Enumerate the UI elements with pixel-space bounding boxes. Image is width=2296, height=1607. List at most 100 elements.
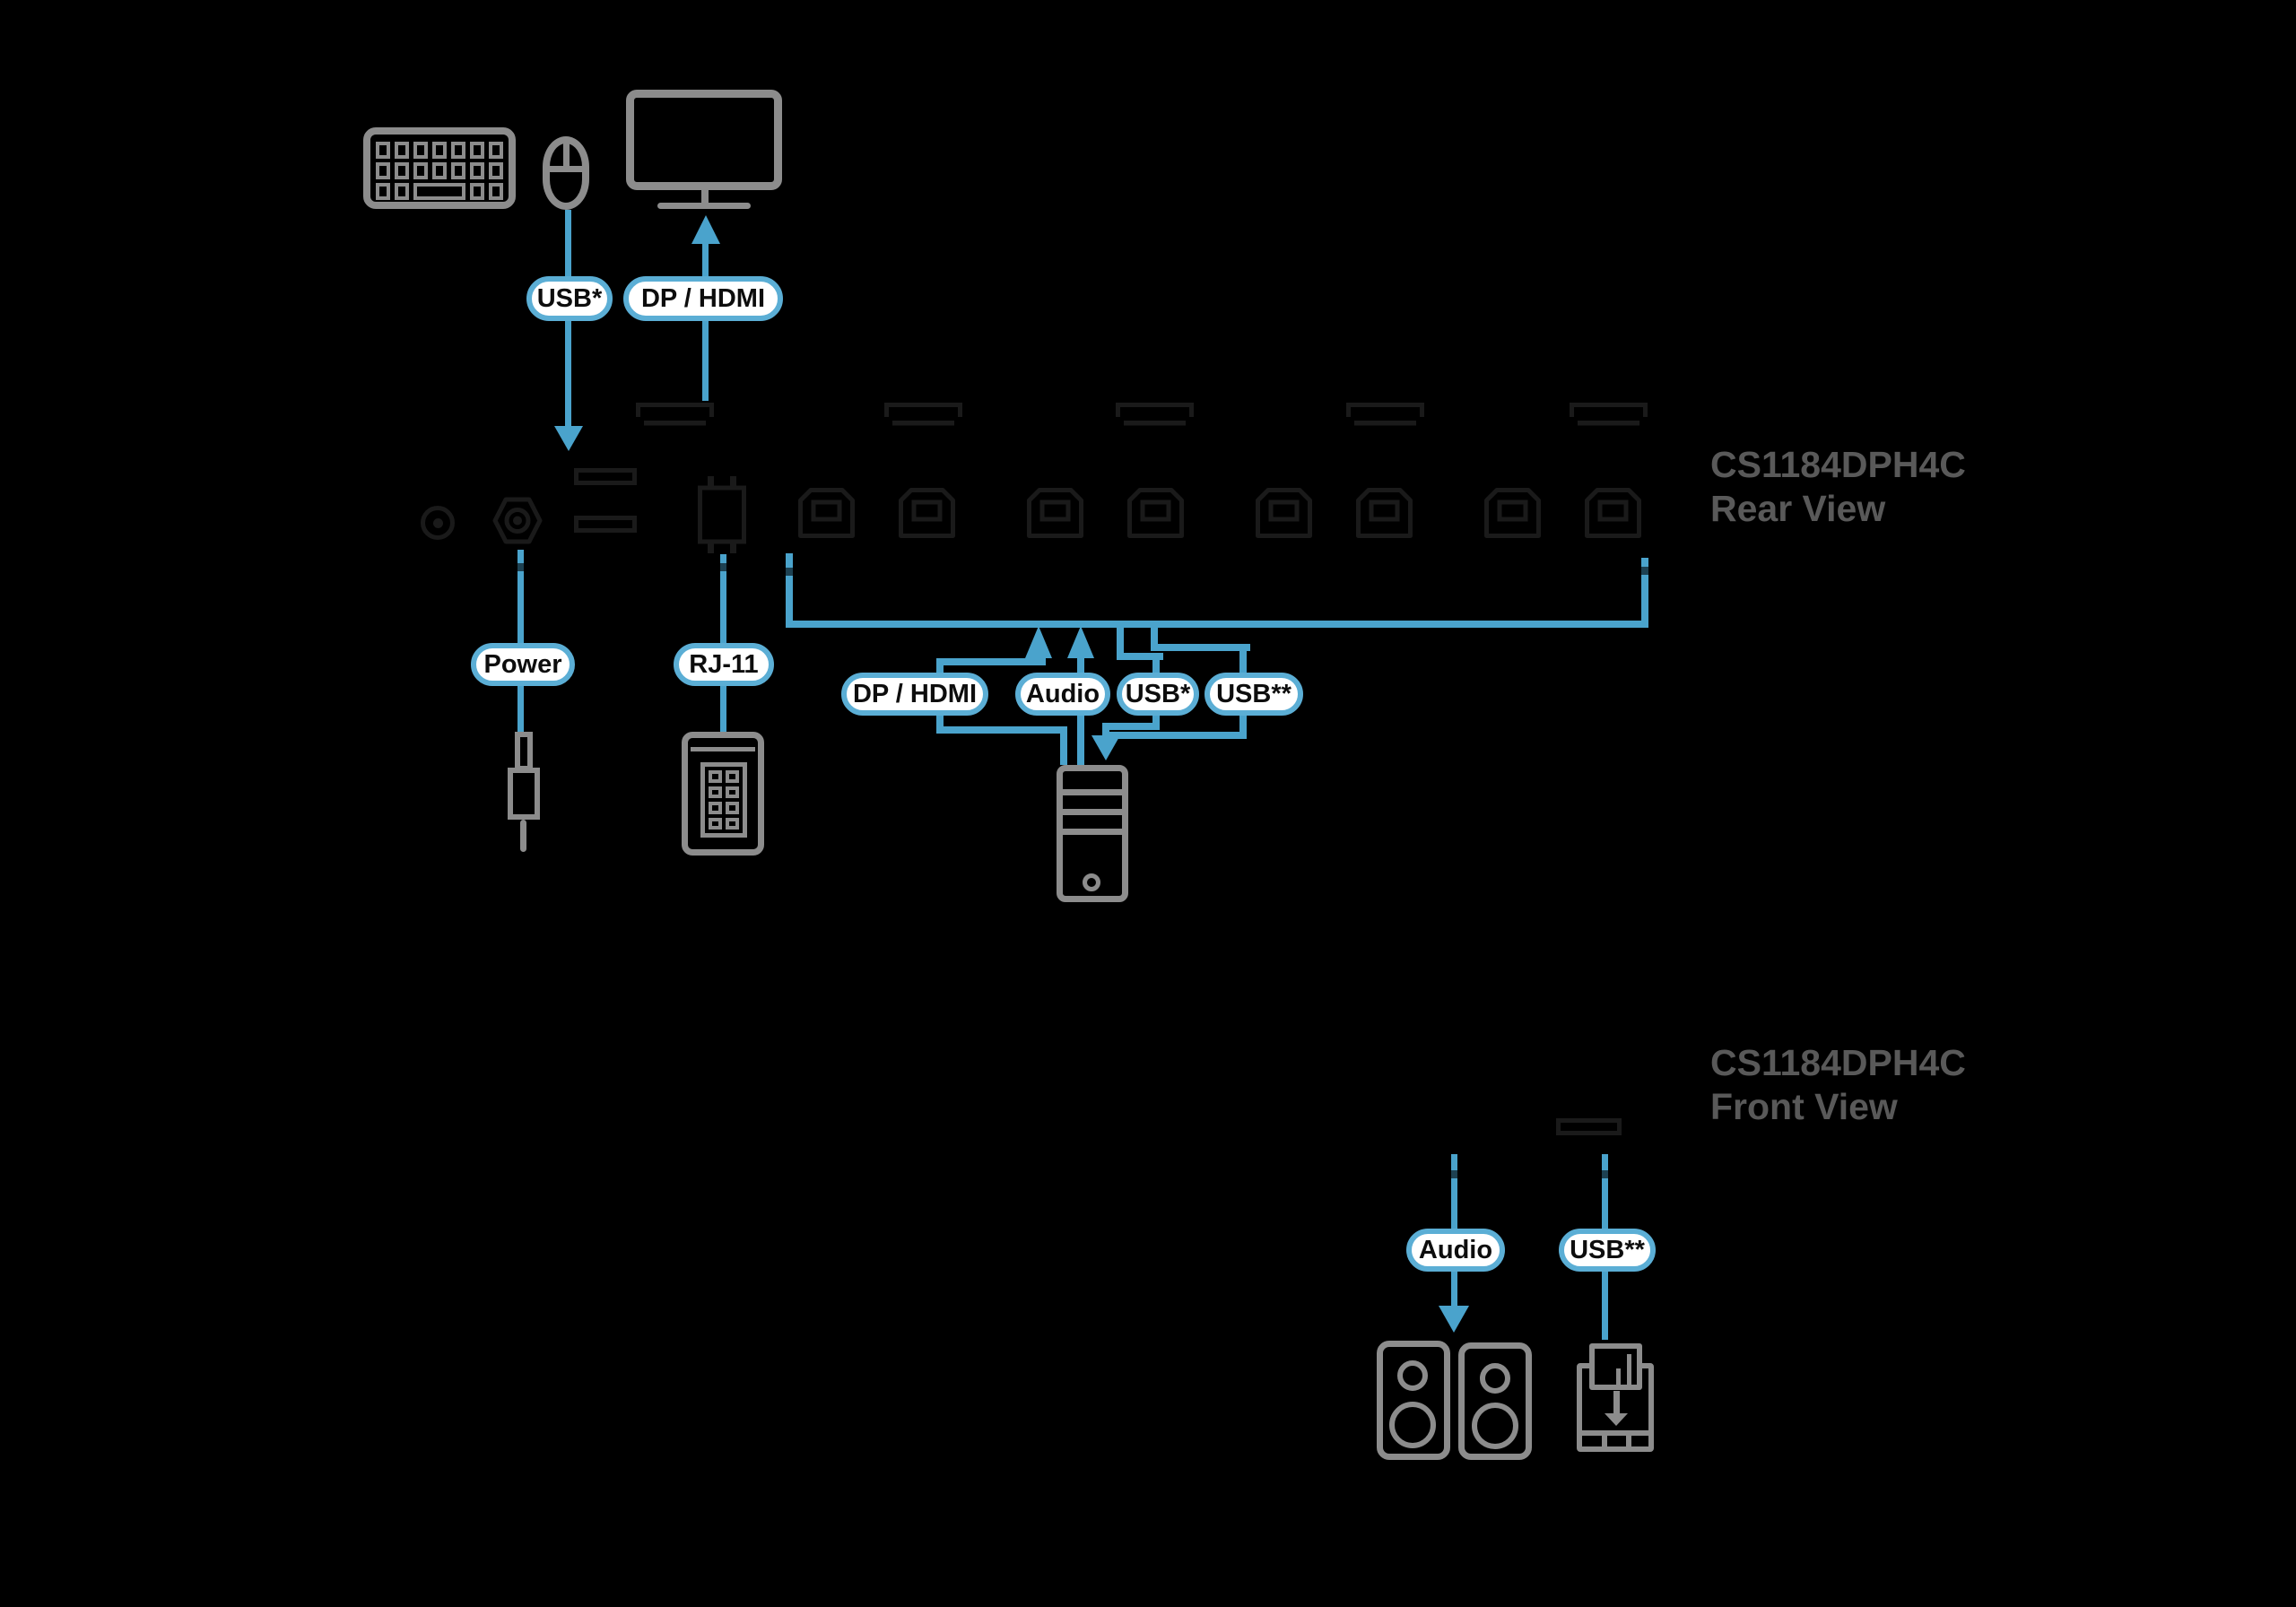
panel-edge-notch [1640, 567, 1649, 575]
dp-hdmi-port [636, 403, 714, 426]
speaker-tweeter [1480, 1363, 1510, 1394]
usb-b-port [899, 488, 955, 538]
rj11-label-text: RJ-11 [689, 649, 759, 679]
keyboard-key [376, 142, 390, 159]
power-jack-port [492, 497, 543, 544]
console-usb-label-text: USB* [536, 283, 603, 313]
usb-drive-base-divider [1602, 1436, 1607, 1451]
mouse-wheel-divider [563, 143, 570, 169]
phone-key [726, 770, 739, 783]
source-video-cable [936, 658, 944, 673]
rj11-label: RJ-11 [674, 643, 774, 686]
source-usb-cable [1117, 626, 1124, 660]
phone-keypad [700, 762, 747, 838]
panel-edge-notch [1450, 1170, 1458, 1178]
keyboard-spacebar-key [413, 183, 465, 200]
dc-jack-port [421, 506, 455, 540]
dc-plug-cord [520, 820, 526, 852]
keyboard-key-row [376, 183, 504, 200]
tower-power-button [1083, 873, 1100, 891]
keyboard-key [489, 162, 503, 179]
kvm-cable-rail-right-riser [1641, 558, 1648, 628]
front-view-title: CS1184DPH4C Front View [1710, 1041, 1966, 1129]
console-usb-cable [565, 210, 571, 276]
source-video-arrow-up-icon [1025, 626, 1052, 658]
front-audio-label: Audio [1406, 1229, 1505, 1272]
source-audio-label-text: Audio [1025, 679, 1100, 708]
source-usb-label: USB* [1117, 673, 1199, 716]
kvm-cable-rail-left-riser [786, 553, 793, 628]
usb-drive-base-divider [1626, 1436, 1631, 1451]
power-cable [517, 686, 524, 732]
source-usb-cable [1117, 653, 1163, 660]
usb-drive-download-arrow-icon [1613, 1391, 1620, 1415]
keyboard-key [451, 142, 465, 159]
rj11-cable [720, 686, 726, 732]
phone-key [726, 817, 739, 830]
keyboard-key [451, 162, 465, 179]
speaker-woofer [1389, 1402, 1436, 1448]
source-usb-label-text: USB* [1125, 679, 1191, 708]
dp-hdmi-port [1116, 403, 1194, 426]
keyboard-key [432, 142, 447, 159]
source-usb-cable [1152, 653, 1160, 673]
front-usb-port [1556, 1118, 1622, 1135]
panel-edge-notch [719, 563, 727, 571]
console-usb-label: USB* [526, 276, 613, 321]
keyboard-key [395, 162, 409, 179]
monitor-stand-base [657, 203, 751, 209]
console-video-cable [702, 241, 709, 276]
power-cable [517, 550, 524, 643]
usb-a-port [574, 468, 637, 485]
usb-b-port [1256, 488, 1312, 538]
front-usb-label-text: USB** [1570, 1235, 1645, 1264]
usb-b-port [1356, 488, 1413, 538]
source-audio-label: Audio [1015, 673, 1110, 716]
keyboard-key [376, 183, 391, 200]
source-video-cable [1060, 726, 1067, 765]
source-usb-peripheral-cable [1151, 626, 1158, 651]
console-video-cable [702, 321, 709, 401]
mouse-button-divider [550, 166, 582, 172]
panel-edge-notch [785, 568, 794, 576]
speakers-icon [1458, 1342, 1532, 1460]
phone-key [709, 817, 722, 830]
monitor-stand-neck [701, 190, 709, 204]
panel-edge-notch [517, 563, 525, 571]
usb-drive-contact [1616, 1368, 1621, 1385]
usb-b-port [1027, 488, 1083, 538]
keyboard-key [395, 183, 410, 200]
kvm-cable-rail [786, 621, 1648, 628]
keyboard-key [470, 162, 484, 179]
front-audio-arrow-down-icon [1439, 1306, 1469, 1333]
speaker-woofer [1472, 1403, 1518, 1449]
speaker-tweeter [1397, 1360, 1428, 1391]
phone-key [709, 802, 722, 814]
source-usb-peripheral-cable [1239, 716, 1247, 739]
console-video-arrow-up-icon [691, 215, 720, 244]
console-video-label: DP / HDMI [623, 276, 783, 321]
keyboard-key-row [376, 162, 503, 179]
keyboard-key [376, 162, 390, 179]
mouse-icon [543, 136, 589, 210]
front-audio-label-text: Audio [1418, 1235, 1493, 1264]
dc-jack-pin [433, 518, 443, 528]
phone-key [726, 802, 739, 814]
phone-key [709, 786, 722, 798]
tower-slot-line [1063, 829, 1122, 835]
speakers-icon [1377, 1341, 1450, 1460]
source-video-cable [936, 726, 1067, 734]
phone-top-line [691, 747, 755, 751]
keyboard-key-row [376, 142, 503, 159]
keyboard-key [489, 142, 503, 159]
source-audio-arrow-up-icon [1067, 626, 1094, 658]
keyboard-key [470, 142, 484, 159]
usb-drive-base-line [1582, 1430, 1648, 1436]
keyboard-key [413, 142, 428, 159]
keyboard-key [432, 162, 447, 179]
source-usb-peripheral-cable [1239, 644, 1247, 673]
rear-view-title-view: Rear View [1710, 488, 1886, 529]
phone-key [726, 786, 739, 798]
power-label: Power [471, 643, 575, 686]
console-usb-cable [565, 321, 571, 429]
